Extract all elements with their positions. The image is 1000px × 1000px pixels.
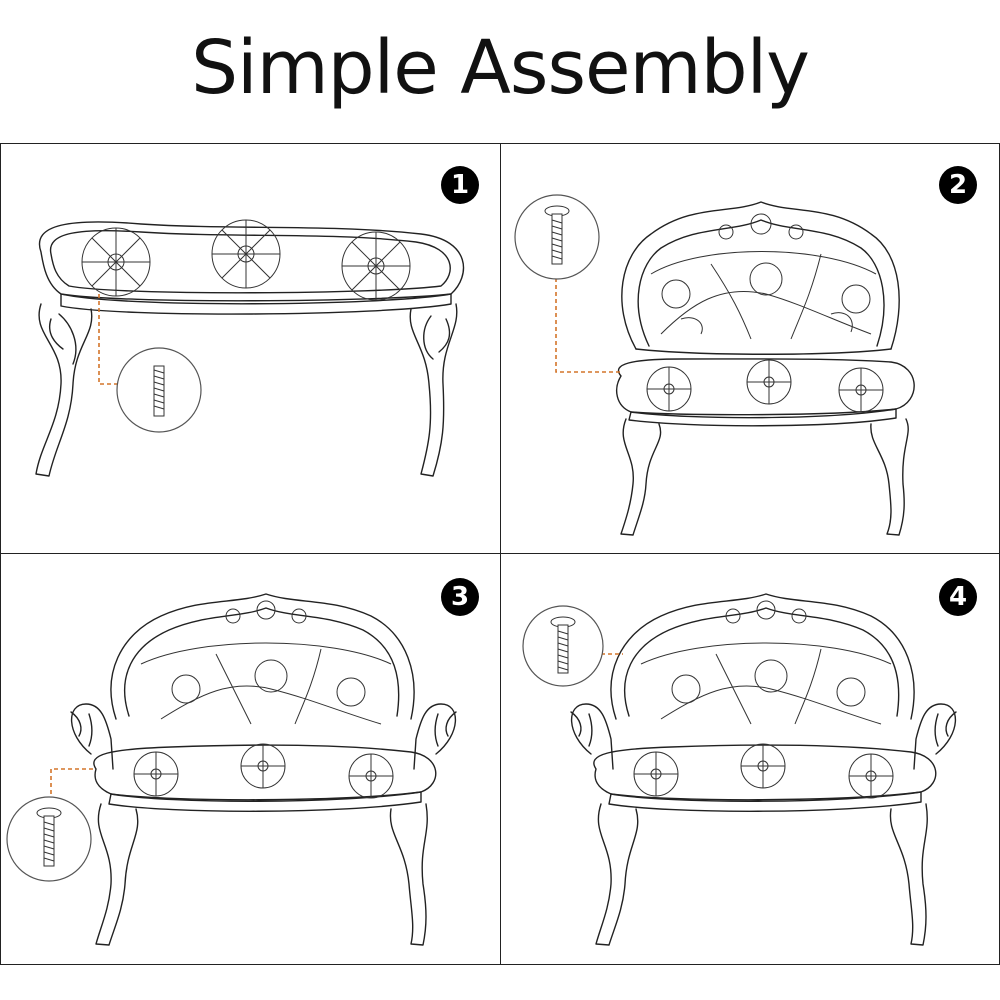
step-1-illustration xyxy=(35,219,465,477)
bench-legs xyxy=(35,303,458,477)
step-3-hardware-callout xyxy=(6,796,92,882)
step-2-number-badge: 2 xyxy=(939,166,977,204)
step-2-illustration xyxy=(514,194,915,536)
backrest-rose-pattern xyxy=(640,600,892,725)
step-4-panel: 4 xyxy=(500,553,1000,965)
backrest-rose-pattern xyxy=(650,213,877,340)
seat-flower-pattern xyxy=(633,743,894,799)
bench-seat xyxy=(93,744,437,812)
step-4-number-badge: 4 xyxy=(939,578,977,616)
step-3-illustration xyxy=(6,593,457,946)
step-4-illustration xyxy=(522,593,957,946)
bench-backrest xyxy=(621,201,900,355)
step-1-leader-line xyxy=(98,294,119,385)
step-2-panel: 2 xyxy=(500,143,1000,555)
step-2-hardware-callout xyxy=(514,194,600,280)
step-1-hardware-callout xyxy=(116,347,202,433)
bench-legs xyxy=(620,418,909,536)
seat-flower-pattern xyxy=(646,359,884,413)
step-3-panel: 3 xyxy=(0,553,502,965)
step-1-number-badge: 1 xyxy=(441,166,479,204)
bench-seat xyxy=(593,744,937,812)
step-3-leader-line xyxy=(50,768,93,799)
bench-backrest xyxy=(110,593,415,720)
bench-backrest xyxy=(610,593,915,720)
bench-legs xyxy=(95,803,428,946)
backrest-rose-pattern xyxy=(140,600,392,725)
assembly-steps-grid: 1 xyxy=(0,143,1000,965)
step-4-hardware-callout xyxy=(522,605,604,687)
bolt-icon xyxy=(550,616,576,674)
bench-seat xyxy=(615,358,915,427)
bolt-icon xyxy=(544,205,570,265)
bench-armrests xyxy=(70,703,457,770)
step-3-number-badge: 3 xyxy=(441,578,479,616)
threaded-rod-icon xyxy=(153,365,165,417)
seat-flower-pattern xyxy=(81,219,411,301)
step-1-panel: 1 xyxy=(0,143,502,555)
bench-armrests xyxy=(570,703,957,770)
page-title: Simple Assembly xyxy=(191,25,810,111)
step-2-leader-line xyxy=(555,264,621,373)
bench-legs xyxy=(595,803,928,946)
seat-flower-pattern xyxy=(133,743,394,799)
bolt-icon xyxy=(36,807,62,867)
bench-seat xyxy=(38,221,465,315)
